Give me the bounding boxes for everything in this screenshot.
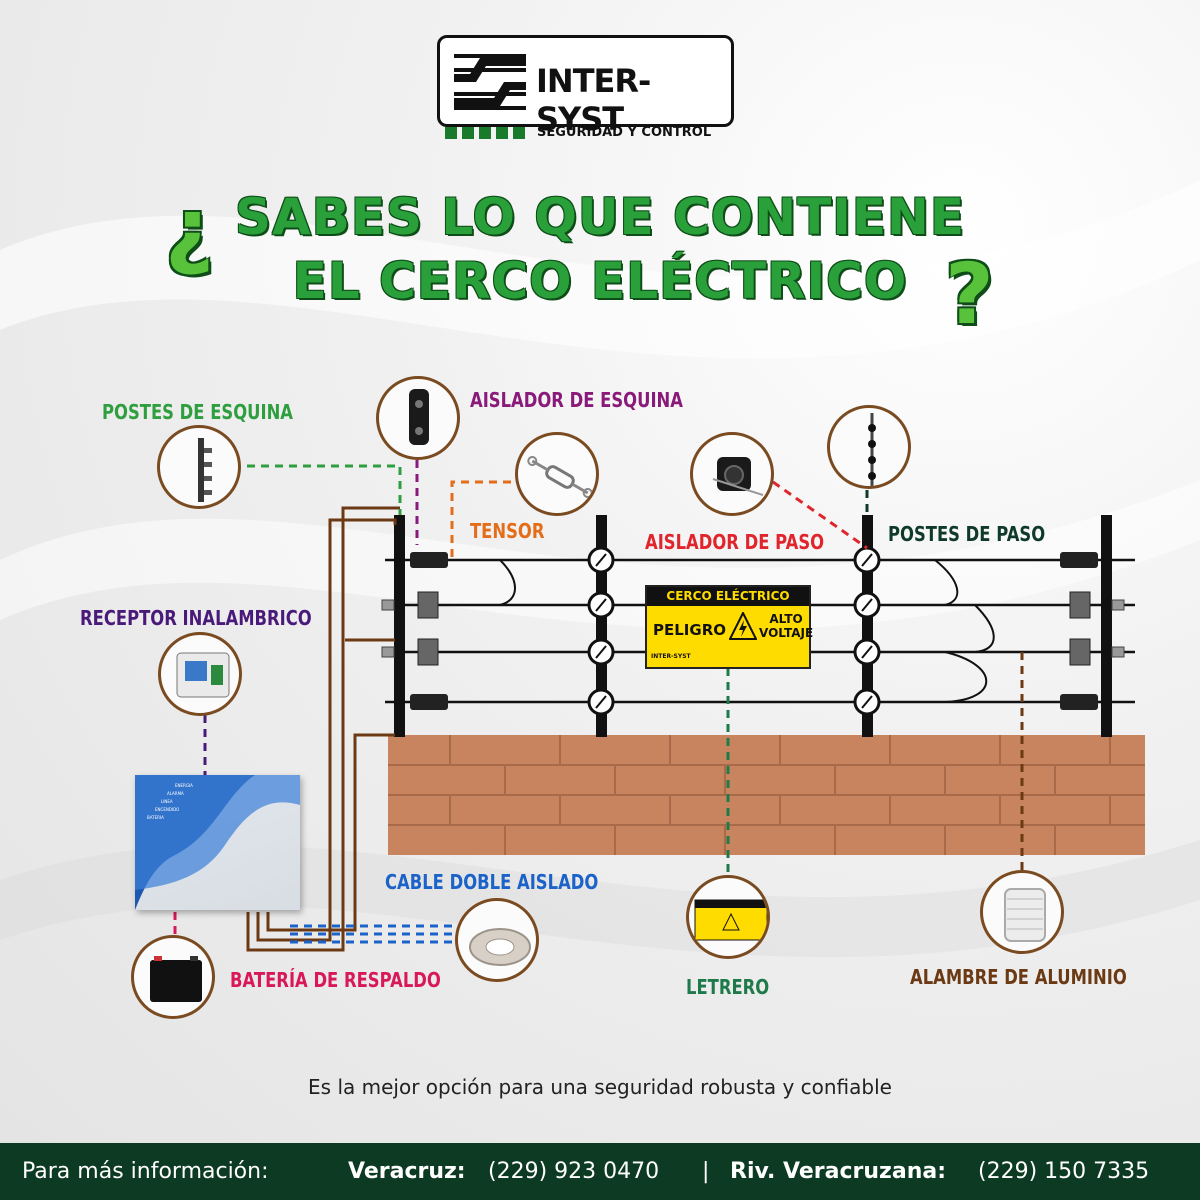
line-insulator-icon [712,457,764,496]
tagline-square [513,127,525,139]
tagline-square [445,127,457,139]
footer-intro: Para más información: [22,1159,269,1184]
background-waves [0,0,1200,1143]
logo-mark-icon [450,46,530,118]
footer-city2: Riv. Veracruzana: [730,1159,946,1184]
danger-sign-icon [694,899,767,941]
label-letrero: LETRERO [686,975,770,999]
line-post-thumbnail [827,405,911,489]
label-cable: CABLE DOBLE AISLADO [385,870,599,894]
tagline-square [479,127,491,139]
footer-city1: Veracruz: [348,1159,466,1184]
panel-led-label: ALARMA [167,791,184,796]
panel-led-label: ENCENDIDO [155,807,180,812]
wireless-receiver-icon [176,652,230,698]
battery-icon [150,956,202,1002]
line-post-icon [868,413,876,486]
label-receptor: RECEPTOR INALAMBRICO [80,606,312,630]
panel-led-label: BATERIA [147,815,164,820]
footer-phone2[interactable]: (229) 150 7335 [978,1159,1150,1184]
label-aislador-paso: AISLADOR DE PASO [645,530,825,554]
panel-led-label: ENERGIA [175,783,193,788]
sign-brand: INTER-SYST [651,653,691,660]
close-question-mark: ? [945,245,994,343]
brick-wall [388,735,1145,855]
footer-separator: | [702,1159,710,1184]
corner-post-right [1101,515,1112,737]
label-alambre: ALAMBRE DE ALUMINIO [910,965,1127,989]
footer-phone1[interactable]: (229) 923 0470 [488,1159,660,1184]
sign-peligro: PELIGRO [653,621,726,639]
receiver-thumbnail [158,632,242,716]
sign-alto-voltaje: ALTO VOLTAJE [759,612,813,640]
sign-thumbnail [686,875,770,959]
corner-insulator-icon [409,389,429,445]
corner-insulators-left [381,552,448,710]
lightning-warning-icon [729,612,757,640]
corner-post-icon [198,438,212,502]
sign-header: CERCO ELÉCTRICO [647,587,809,606]
corner-insulators-right [1060,552,1125,710]
brand-logo: INTER-SYST [437,35,734,138]
tagline-square [496,127,508,139]
closing-tagline: Es la mejor opción para una seguridad ro… [308,1075,892,1099]
label-bateria: BATERÍA DE RESPALDO [230,968,441,992]
label-postes-paso: POSTES DE PASO [888,522,1046,546]
cable-coil-icon [469,928,531,966]
cable-thumbnail [455,898,539,982]
brand-tagline: SEGURIDAD Y CONTROL [537,125,712,140]
tagline-square [462,127,474,139]
contact-footer: Para más información: Veracruz: (229) 92… [0,1143,1200,1200]
line-post [596,515,607,737]
label-aislador-esquina: AISLADOR DE ESQUINA [470,388,683,412]
label-postes-esquina: POSTES DE ESQUINA [102,400,294,424]
wire-spool-icon [1004,888,1046,942]
line-post [862,515,873,737]
corner-post-left [394,515,405,737]
aluminum-wire-thumbnail [980,870,1064,954]
sign-alto: ALTO [769,612,803,626]
danger-sign: CERCO ELÉCTRICO PELIGRO ALTO VOLTAJE INT… [645,585,813,669]
corner-insulator-thumbnail [376,376,460,460]
tensor-icon [527,456,593,498]
headline-line1: SABES LO QUE CONTIENE [235,188,965,246]
panel-led-label: LINEA [161,799,173,804]
headline-line2: EL CERCO ELÉCTRICO [292,252,908,310]
open-question-mark: ¿ [165,180,214,278]
energizer-panel: ENERGIA ALARMA LINEA ENCENDIDO BATERIA [135,775,300,910]
energizer-panel-graphic [135,775,300,910]
fence-diagram [173,460,1145,952]
line-insulator-thumbnail [690,432,774,516]
brand-name: INTER-SYST [536,62,651,138]
tensor-thumbnail [515,432,599,516]
corner-post-thumbnail [157,425,241,509]
sign-voltaje: VOLTAJE [759,626,814,640]
battery-thumbnail [131,935,215,1019]
brand-tagline-row: SEGURIDAD Y CONTROL [445,125,745,141]
label-tensor: TENSOR [470,519,545,543]
